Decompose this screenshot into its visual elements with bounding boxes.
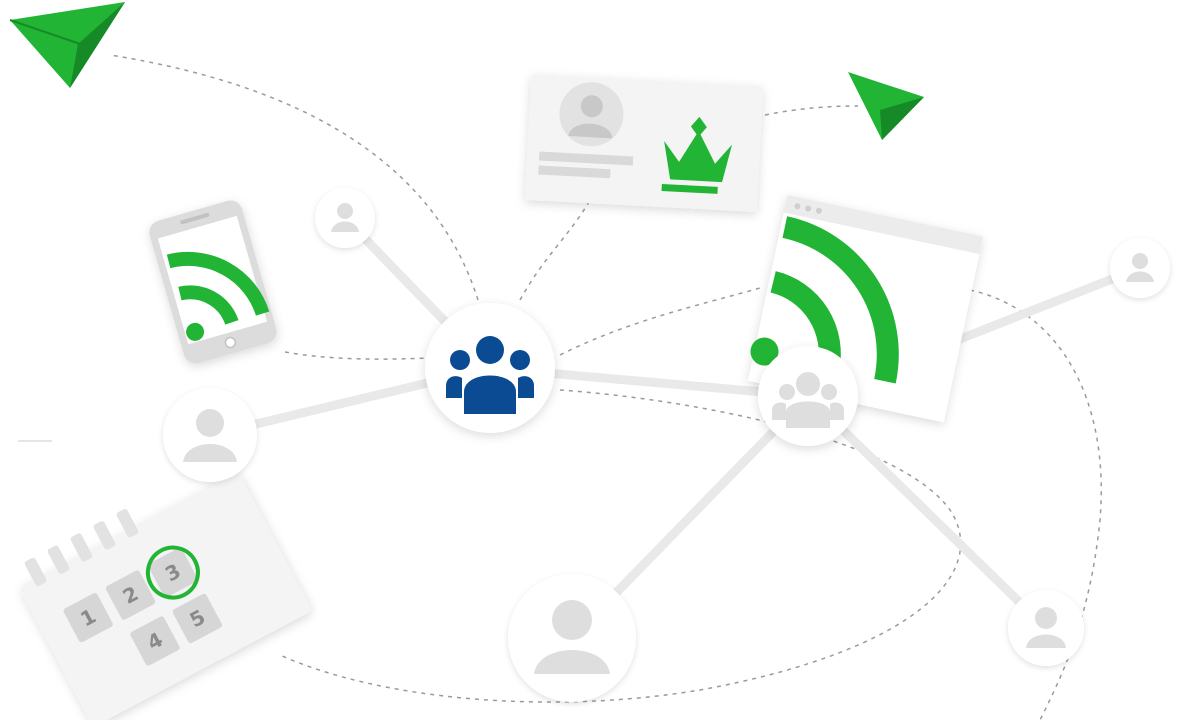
user-icon [183, 409, 237, 462]
solid-links [205, 213, 1145, 643]
dashed-path-hub-to-browser [559, 287, 761, 356]
keypad-key-4: 4 [130, 616, 180, 666]
user-icon [1026, 607, 1066, 648]
card-detail-bar [538, 165, 611, 179]
paper-plane-icon [9, 2, 125, 88]
link-browser-to-far-right-user [940, 263, 1145, 350]
crown-icon [661, 116, 733, 194]
user-icon [1126, 253, 1154, 282]
profile-card [525, 74, 763, 212]
group-icon [772, 372, 844, 428]
dashed-path-hub-to-plane-left [109, 54, 479, 301]
avatar-icon [559, 82, 624, 147]
secondary-hub-node [758, 346, 858, 446]
keypad-key-3: 3 [145, 545, 200, 600]
dashed-path-hub-to-card [519, 199, 591, 301]
main-hub-node [425, 303, 555, 433]
dashed-path-card-to-plane-right [764, 105, 859, 116]
group-icon [446, 336, 534, 414]
user-node-far-right [1110, 238, 1170, 298]
dashed-path-browser-to-bottom [969, 289, 1102, 720]
user-node-right [1008, 590, 1084, 666]
dashed-connectors [109, 54, 1102, 720]
dashed-path-phone-to-hub [284, 351, 431, 360]
user-icon [534, 600, 610, 674]
wifi-signal-icon [166, 251, 270, 325]
keypad-key-2: 2 [105, 570, 156, 620]
paper-plane-icon [848, 72, 924, 140]
card-name-bar [538, 151, 634, 166]
keypad-key-1: 1 [63, 592, 113, 643]
keypad-key-5: 5 [172, 593, 222, 644]
user-icon [331, 203, 359, 232]
phone-device [149, 200, 277, 364]
link-secondary-hub-to-right-user [803, 391, 1051, 633]
user-node-left [163, 388, 257, 482]
user-node-top [315, 188, 375, 248]
keypad-card: 1 2 3 4 5 [21, 473, 310, 720]
user-node-bottom [508, 574, 636, 702]
